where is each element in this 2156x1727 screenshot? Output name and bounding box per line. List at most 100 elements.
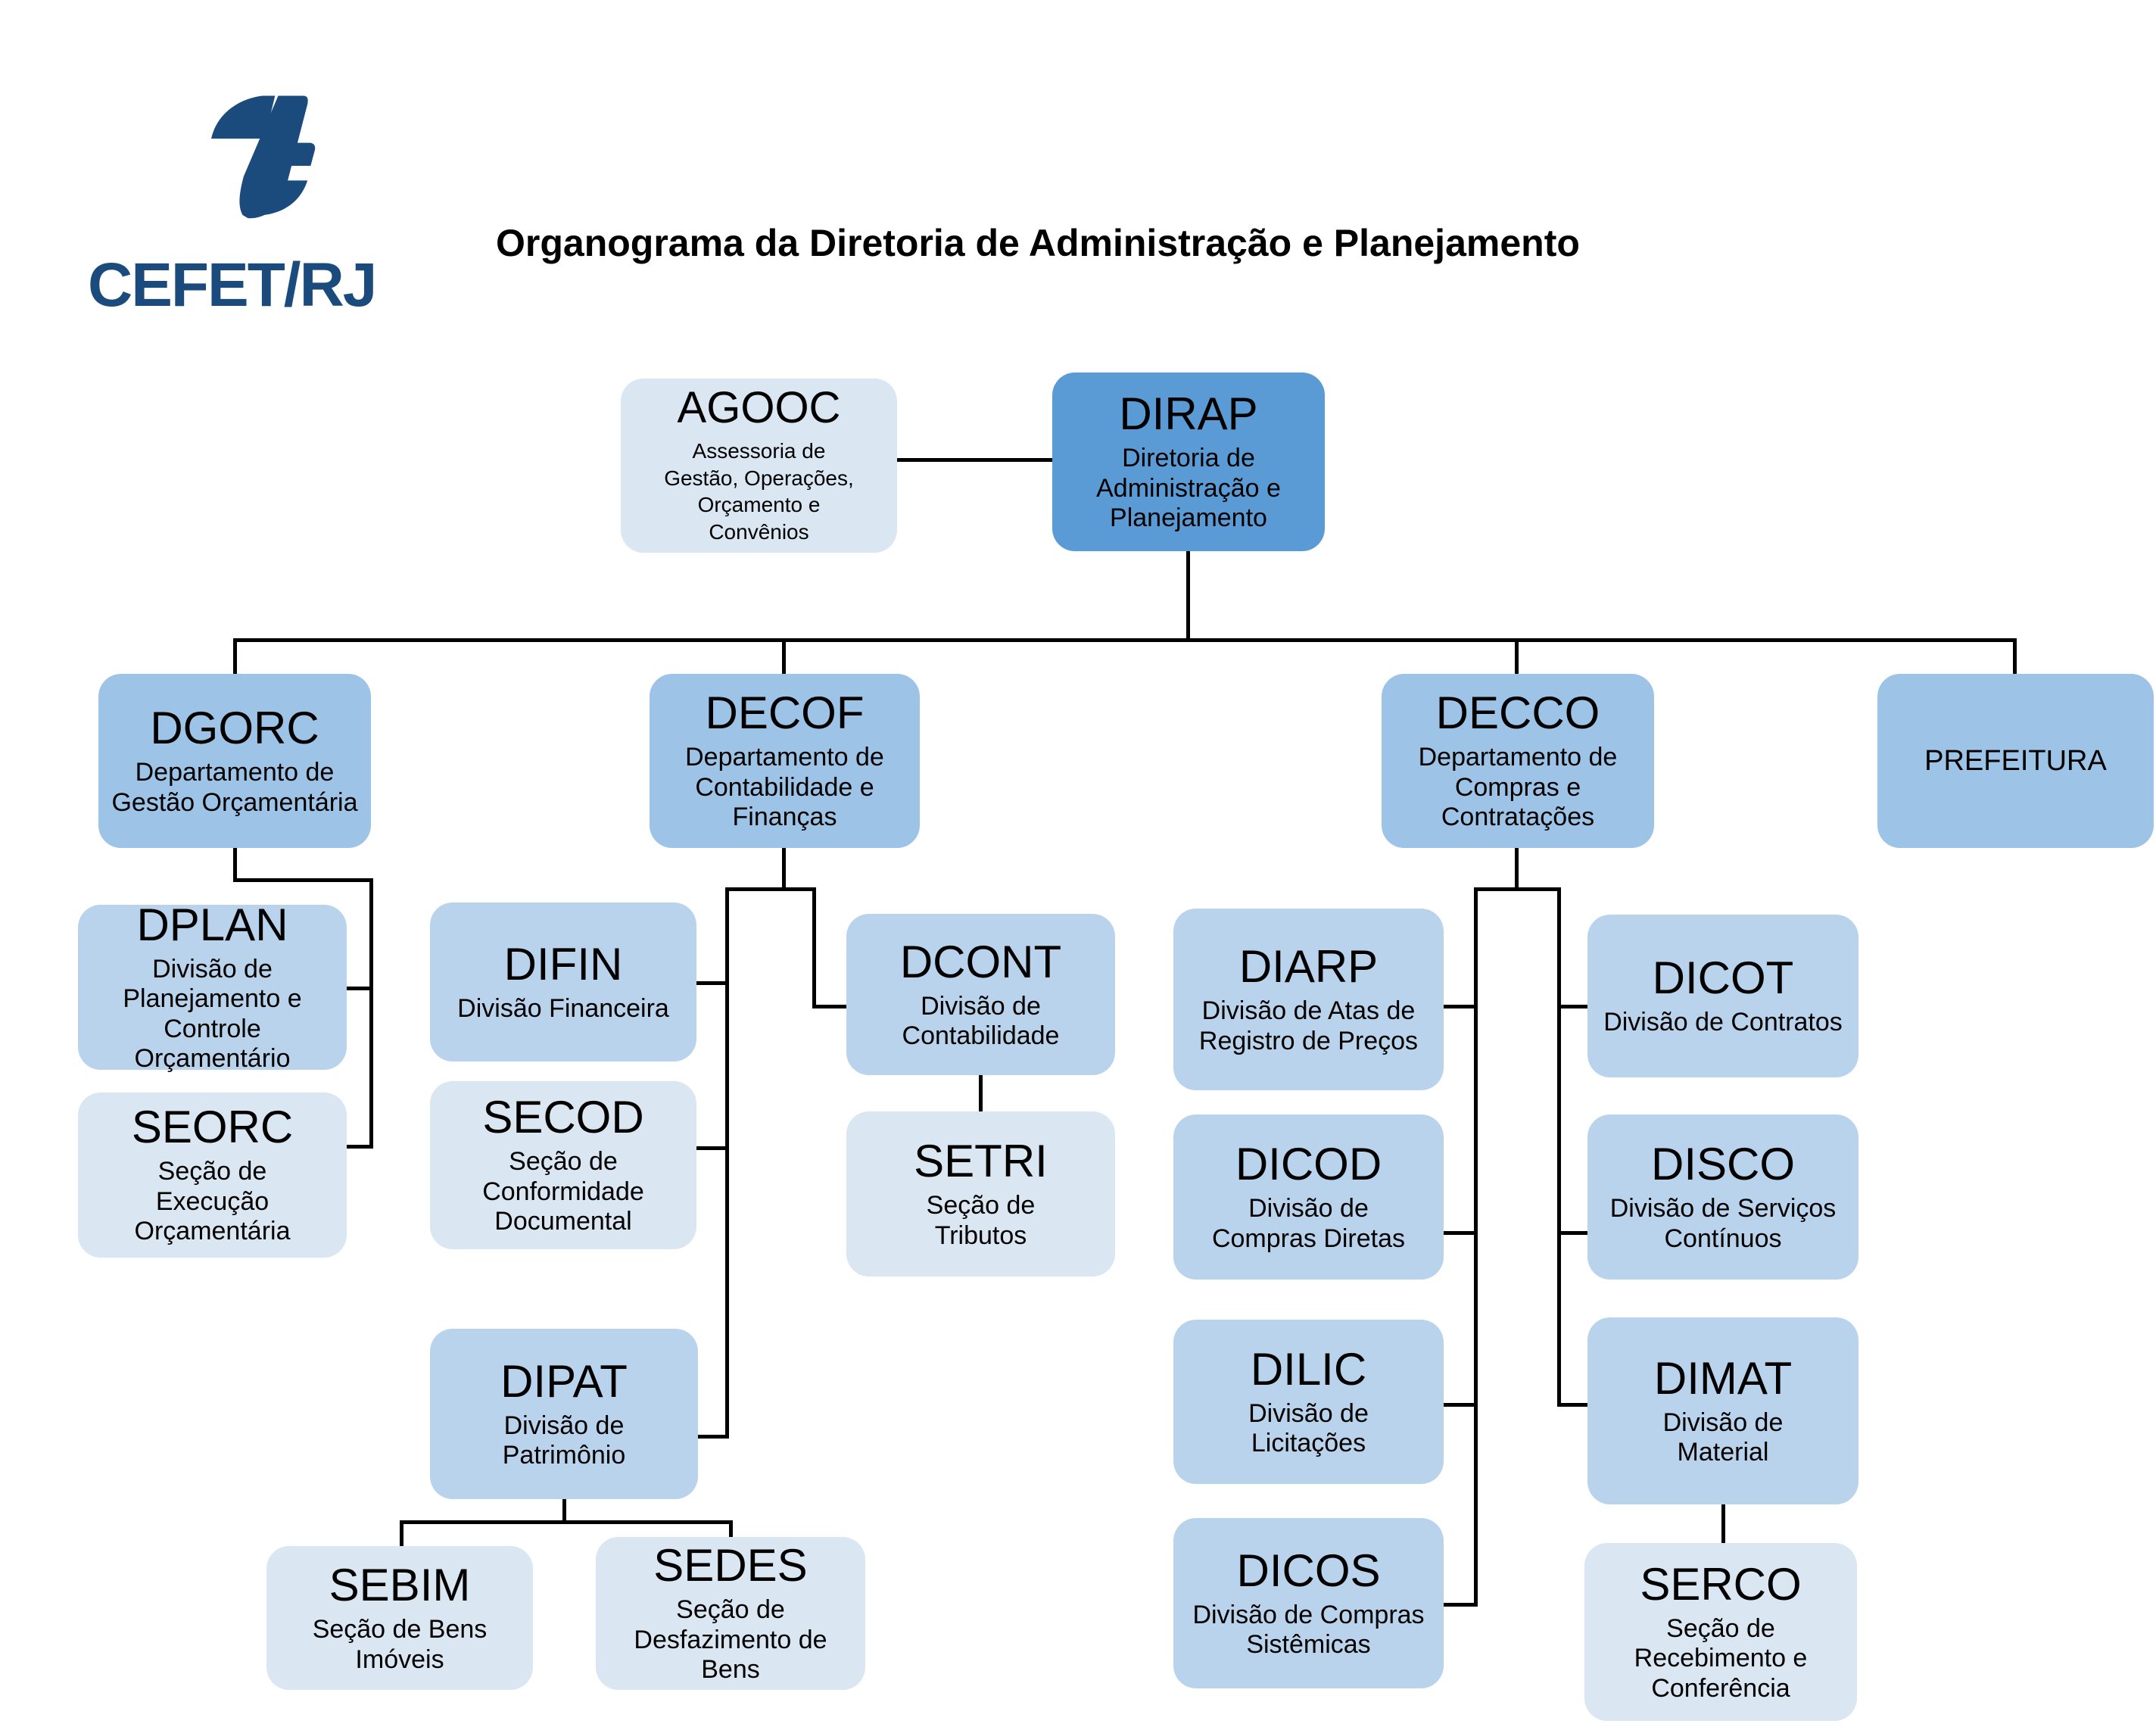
node-label: Divisão Financeira xyxy=(457,993,669,1023)
connector-line xyxy=(782,848,786,890)
node-label: Divisão de Atas de Registro de Preços xyxy=(1198,996,1419,1055)
node-acronym: SETRI xyxy=(914,1136,1048,1187)
org-node-secod: SECOD Seção de Conformidade Documental xyxy=(430,1081,696,1249)
node-acronym: DCONT xyxy=(899,936,1062,987)
connector-line xyxy=(400,1520,733,1524)
org-node-disco: DISCO Divisão de Serviços Contínuos xyxy=(1587,1114,1858,1280)
connector-line xyxy=(2013,638,2017,674)
node-acronym: DILIC xyxy=(1250,1343,1367,1395)
node-label: Departamento de Gestão Orçamentária xyxy=(111,758,358,817)
node-acronym: DIMAT xyxy=(1653,1352,1793,1404)
node-label: Divisão de Material xyxy=(1662,1407,1784,1467)
node-label: Divisão de Contabilidade xyxy=(902,991,1060,1050)
org-node-dirap: DIRAP Diretoria de Administração e Plane… xyxy=(1052,373,1325,551)
connector-line xyxy=(1474,887,1478,1607)
org-node-seorc: SEORC Seção de Execução Orçamentária xyxy=(78,1093,347,1258)
connector-line xyxy=(725,887,729,1439)
node-acronym: SEORC xyxy=(131,1102,294,1153)
org-node-decco: DECCO Departamento de Compras e Contrata… xyxy=(1382,674,1654,848)
org-node-setri: SETRI Seção de Tributos xyxy=(846,1111,1115,1277)
connector-line xyxy=(782,638,786,674)
connector-line xyxy=(345,987,373,990)
org-node-serco: SERCO Seção de Recebimento e Conferência xyxy=(1584,1543,1857,1721)
connector-line xyxy=(1557,1231,1590,1235)
org-node-decof: DECOF Departamento de Contabilidade e Fi… xyxy=(650,674,920,848)
connector-line xyxy=(345,1145,373,1149)
node-acronym: DPLAN xyxy=(136,899,288,950)
connector-line xyxy=(729,1520,733,1537)
connector-line xyxy=(235,638,2017,642)
connector-line xyxy=(1557,1403,1590,1407)
page-title: Organograma da Diretoria de Administraçã… xyxy=(496,222,1580,264)
node-label: Seção de Recebimento e Conferência xyxy=(1634,1613,1808,1703)
node-label: Seção de Execução Orçamentária xyxy=(134,1157,291,1246)
node-acronym: DECCO xyxy=(1435,687,1600,739)
connector-line xyxy=(1186,551,1190,641)
node-acronym: AGOOC xyxy=(677,382,841,432)
org-node-dgorc: DGORC Departamento de Gestão Orçamentári… xyxy=(98,674,371,848)
cefet-logo-icon xyxy=(203,92,318,223)
connector-line xyxy=(979,1075,983,1111)
node-label: Divisão de Planejamento e Controle Orçam… xyxy=(123,954,302,1073)
connector-line xyxy=(233,638,237,674)
node-acronym: DIFIN xyxy=(503,938,623,990)
node-acronym: DIRAP xyxy=(1119,388,1258,440)
node-acronym: SECOD xyxy=(482,1092,644,1143)
org-node-dplan: DPLAN Divisão de Planejamento e Controle… xyxy=(78,901,347,1073)
node-label: Divisão de Compras Sistêmicas xyxy=(1192,1600,1425,1659)
connector-line xyxy=(1515,848,1519,890)
connector-line xyxy=(1442,1005,1478,1008)
node-label: Assessoria de Gestão, Operações, Orçamen… xyxy=(664,438,854,544)
node-label: Seção de Tributos xyxy=(926,1191,1036,1250)
org-node-prefeitura: PREFEITURA xyxy=(1877,674,2154,848)
node-acronym: DICOT xyxy=(1652,952,1794,1004)
connector-line xyxy=(695,1146,729,1150)
node-acronym: DIPAT xyxy=(500,1355,628,1407)
org-node-agooc: AGOOC Assessoria de Gestão, Operações, O… xyxy=(621,379,897,553)
connector-line xyxy=(1474,887,1561,891)
connector-line xyxy=(812,1005,849,1008)
connector-line xyxy=(233,848,237,881)
org-node-sedes: SEDES Seção de Desfazimento de Bens xyxy=(596,1537,865,1690)
node-acronym: DISCO xyxy=(1650,1139,1796,1190)
node-acronym: SEBIM xyxy=(329,1560,471,1611)
org-node-dipat: DIPAT Divisão de Patrimônio xyxy=(430,1329,698,1499)
connector-line xyxy=(696,1435,729,1439)
node-acronym: DECOF xyxy=(705,687,865,739)
org-node-dicos: DICOS Divisão de Compras Sistêmicas xyxy=(1173,1518,1444,1688)
org-node-difin: DIFIN Divisão Financeira xyxy=(430,902,696,1061)
connector-line xyxy=(725,887,816,891)
org-node-dilic: DILIC Divisão de Licitações xyxy=(1173,1320,1444,1484)
node-label: Departamento de Contabilidade e Finanças xyxy=(685,743,884,832)
node-acronym: DICOS xyxy=(1236,1545,1381,1596)
connector-line xyxy=(1442,1231,1478,1235)
node-label: Departamento de Compras e Contratações xyxy=(1418,743,1618,832)
connector-line xyxy=(369,878,373,1149)
node-acronym: SERCO xyxy=(1640,1558,1802,1610)
org-node-sebim: SEBIM Seção de Bens Imóveis xyxy=(266,1546,533,1690)
node-label: Diretoria de Administração e Planejament… xyxy=(1096,444,1281,533)
node-acronym: DIARP xyxy=(1238,941,1379,993)
node-label: Divisão de Licitações xyxy=(1248,1398,1369,1457)
connector-line xyxy=(897,458,1052,462)
node-acronym: DICOD xyxy=(1235,1139,1382,1190)
logo-wordmark: CEFET/RJ xyxy=(88,251,377,320)
connector-line xyxy=(400,1520,403,1546)
connector-line xyxy=(1557,1005,1590,1008)
connector-line xyxy=(233,878,373,882)
connector-line xyxy=(1557,887,1561,1406)
connector-line xyxy=(1442,1603,1478,1607)
node-label: Seção de Conformidade Documental xyxy=(482,1147,644,1236)
node-label: Divisão de Contratos xyxy=(1603,1008,1843,1037)
node-label: Divisão de Compras Diretas xyxy=(1211,1194,1406,1253)
node-label: Seção de Desfazimento de Bens xyxy=(634,1595,827,1685)
connector-line xyxy=(695,981,729,985)
node-acronym: DGORC xyxy=(150,703,319,754)
node-label: PREFEITURA xyxy=(1924,744,2107,777)
node-label: Seção de Bens Imóveis xyxy=(312,1615,488,1674)
org-node-dicot: DICOT Divisão de Contratos xyxy=(1587,915,1858,1077)
connector-line xyxy=(1721,1504,1725,1543)
connector-line xyxy=(1515,638,1519,674)
org-node-diarp: DIARP Divisão de Atas de Registro de Pre… xyxy=(1173,909,1444,1090)
node-label: Divisão de Patrimônio xyxy=(502,1411,626,1470)
